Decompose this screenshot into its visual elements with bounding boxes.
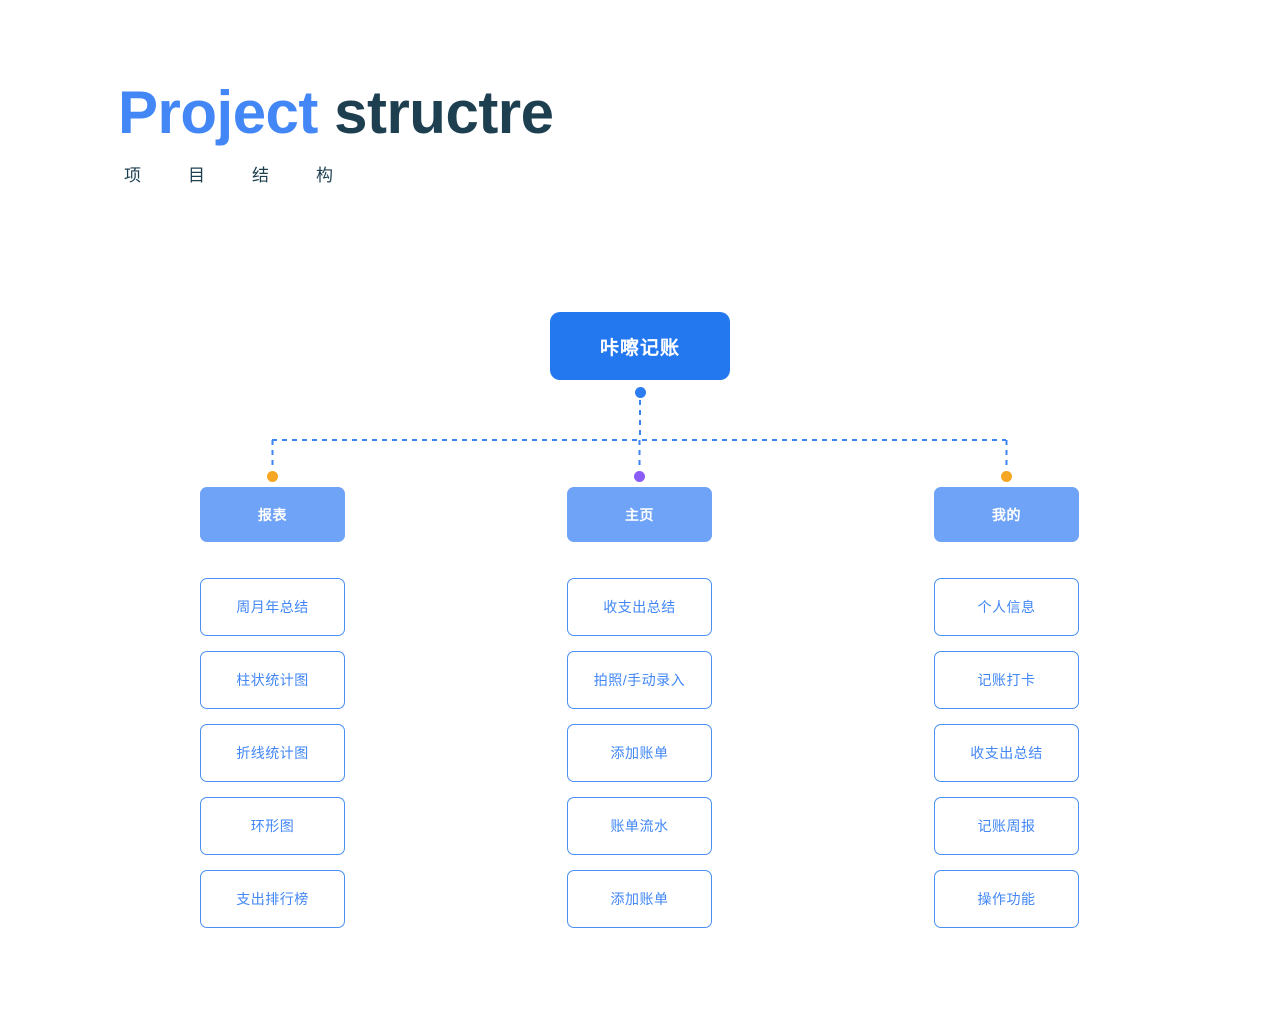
node-label: 收支出总结 xyxy=(603,599,676,615)
page-header: Project structre 项目结构 xyxy=(118,82,878,186)
branch-node-2[interactable]: 我的 xyxy=(934,487,1079,542)
page-title-main: structre xyxy=(334,79,554,146)
node-label: 账单流水 xyxy=(610,818,669,834)
node-label: 个人信息 xyxy=(977,599,1036,615)
leaf-node-1-2[interactable]: 添加账单 xyxy=(567,724,712,782)
branch-connector-dot-2 xyxy=(1001,470,1012,482)
node-label: 折线统计图 xyxy=(236,745,309,761)
leaf-node-2-3[interactable]: 记账周报 xyxy=(934,797,1079,855)
node-label: 报表 xyxy=(258,506,287,523)
leaf-node-2-2[interactable]: 收支出总结 xyxy=(934,724,1079,782)
node-label: 我的 xyxy=(992,506,1021,523)
branch-connector-dot-0 xyxy=(267,470,278,482)
node-label: 记账打卡 xyxy=(977,672,1036,688)
leaf-node-1-1[interactable]: 拍照/手动录入 xyxy=(567,651,712,709)
leaf-node-2-1[interactable]: 记账打卡 xyxy=(934,651,1079,709)
node-label: 环形图 xyxy=(250,818,295,834)
leaf-node-0-1[interactable]: 柱状统计图 xyxy=(200,651,345,709)
node-label: 支出排行榜 xyxy=(236,891,309,907)
node-label: 记账周报 xyxy=(977,818,1036,834)
node-label: 拍照/手动录入 xyxy=(593,672,686,688)
node-label: 收支出总结 xyxy=(970,745,1043,761)
leaf-node-0-0[interactable]: 周月年总结 xyxy=(200,578,345,636)
branch-node-1[interactable]: 主页 xyxy=(567,487,712,542)
page-title: Project structre xyxy=(118,82,878,143)
leaf-node-0-2[interactable]: 折线统计图 xyxy=(200,724,345,782)
leaf-node-2-4[interactable]: 操作功能 xyxy=(934,870,1079,928)
node-label: 添加账单 xyxy=(610,745,669,761)
node-label: 操作功能 xyxy=(977,891,1036,907)
leaf-node-0-3[interactable]: 环形图 xyxy=(200,797,345,855)
leaf-node-1-3[interactable]: 账单流水 xyxy=(567,797,712,855)
root-node-app[interactable]: 咔嚓记账 xyxy=(550,312,730,380)
leaf-node-0-4[interactable]: 支出排行榜 xyxy=(200,870,345,928)
node-label: 周月年总结 xyxy=(236,599,309,615)
page-subtitle: 项目结构 xyxy=(124,166,380,186)
root-connector-dot xyxy=(634,386,646,398)
node-label: 添加账单 xyxy=(610,891,669,907)
leaf-node-1-4[interactable]: 添加账单 xyxy=(567,870,712,928)
branch-connector-dot-1 xyxy=(634,470,645,482)
branch-node-0[interactable]: 报表 xyxy=(200,487,345,542)
node-label: 主页 xyxy=(625,506,654,523)
node-label: 咔嚓记账 xyxy=(599,337,680,359)
leaf-node-2-0[interactable]: 个人信息 xyxy=(934,578,1079,636)
node-label: 柱状统计图 xyxy=(236,672,309,688)
page-title-accent: Project xyxy=(118,79,318,146)
leaf-node-1-0[interactable]: 收支出总结 xyxy=(567,578,712,636)
